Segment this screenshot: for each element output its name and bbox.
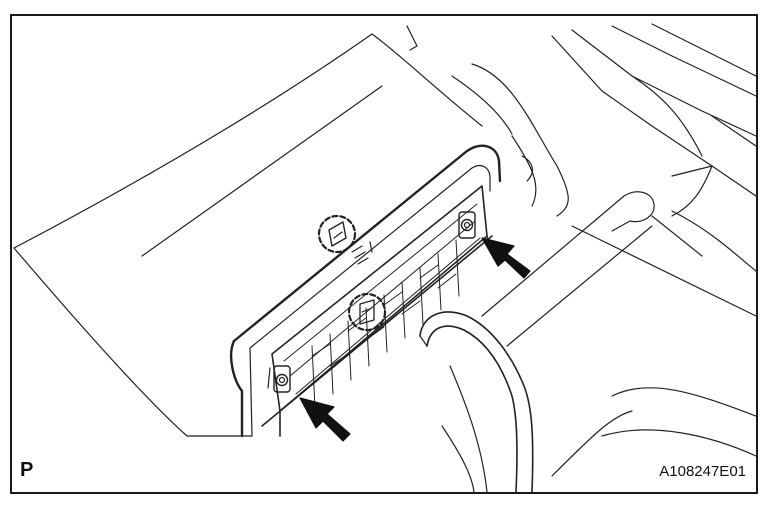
screw-upper-right bbox=[458, 211, 476, 239]
arrow-upper-right bbox=[481, 237, 531, 279]
vent-bezel bbox=[229, 144, 502, 438]
figure-id: A108247E01 bbox=[659, 463, 746, 480]
illustration-frame: P A108247E01 bbox=[10, 14, 758, 494]
clip-upper bbox=[317, 214, 373, 265]
arrow-lower-left bbox=[299, 397, 351, 442]
right-structure bbox=[451, 23, 756, 347]
foreground-cables bbox=[419, 311, 756, 492]
corner-letter: P bbox=[20, 459, 34, 481]
screw-lower-left bbox=[267, 365, 291, 393]
vent-removal-illustration bbox=[13, 23, 756, 492]
body-panel bbox=[13, 25, 483, 437]
clip-lower bbox=[347, 292, 387, 332]
vent-louver-grid bbox=[283, 203, 481, 409]
